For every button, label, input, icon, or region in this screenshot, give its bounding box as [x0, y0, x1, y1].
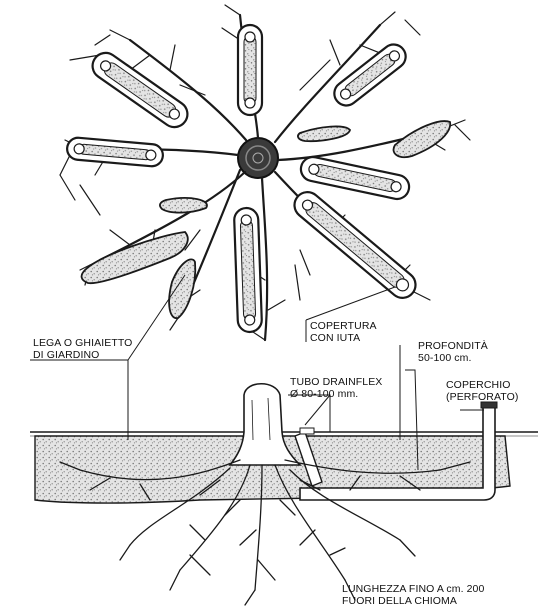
drain-tubes-top-view: [66, 25, 421, 332]
label-coperchio-line2: (PERFORATO): [446, 391, 518, 403]
label-lunghezza-line2: FUORI DELLA CHIOMA: [342, 595, 457, 607]
label-profondita-line1: PROFONDITÀ: [418, 340, 488, 352]
label-profondita-line2: 50-100 cm.: [418, 352, 472, 364]
label-lunghezza-line1: LUNGHEZZA FINO A cm. 200: [342, 583, 484, 595]
label-tubo-line2: Ø 80-100 mm.: [290, 388, 358, 400]
label-copertura-line1: COPERTURA: [310, 320, 377, 332]
label-coperchio-line1: COPERCHIO: [446, 379, 511, 391]
label-lega-line2: DI GIARDINO: [33, 349, 99, 361]
label-tubo-line1: TUBO DRAINFLEX: [290, 376, 382, 388]
section-view: [30, 384, 538, 605]
label-copertura-line2: CON IUTA: [310, 332, 360, 344]
label-lega-line1: LEGA O GHIAIETTO: [33, 337, 132, 349]
